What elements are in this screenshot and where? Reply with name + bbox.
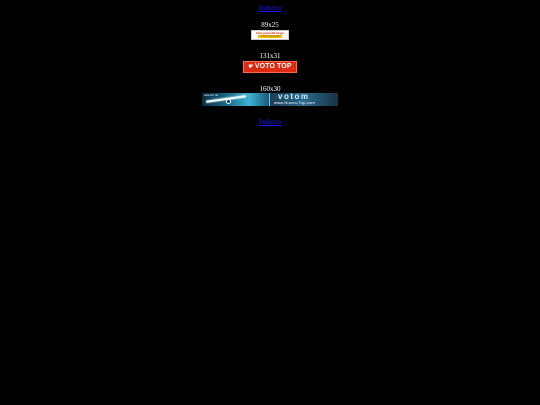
back-link-bottom[interactable]: Indietro [258,118,282,126]
banner-89x25[interactable]: Vota più belle blogs VOTO-TOP.COM [251,30,289,40]
size-label-160x30: 160x30 [259,85,281,93]
banner-131x31-voto-top[interactable]: ☛VOTO TOP [243,61,297,73]
banner-160x30-left-panel: vote for us [202,93,269,106]
bottom-back-link-row: Indietro [0,118,540,126]
size-label-89x25: 89x25 [261,21,279,29]
banner-89x25-line2: VOTO-TOP.COM [258,35,282,38]
banner-89x25-line1: Vota più belle blogs [255,31,285,35]
banner-160x30-vote-text: vote for us [204,93,219,97]
pointing-hand-icon: ☛ [248,64,254,70]
top-back-link-row: Indietro [0,4,540,12]
globe-icon [226,99,231,104]
banner-160x30[interactable]: vote for us votom www.Nuovo-Top.com [202,93,338,106]
banner-160x30-logo: votom [278,93,310,101]
back-link-top[interactable]: Indietro [258,4,282,12]
banner-160x30-right-panel: votom www.Nuovo-Top.com [269,93,338,106]
banner-131x31-text: VOTO TOP [254,63,292,70]
banner-160x30-site-url: www.Nuovo-Top.com [274,100,315,105]
size-label-131x31: 131x31 [259,52,281,60]
